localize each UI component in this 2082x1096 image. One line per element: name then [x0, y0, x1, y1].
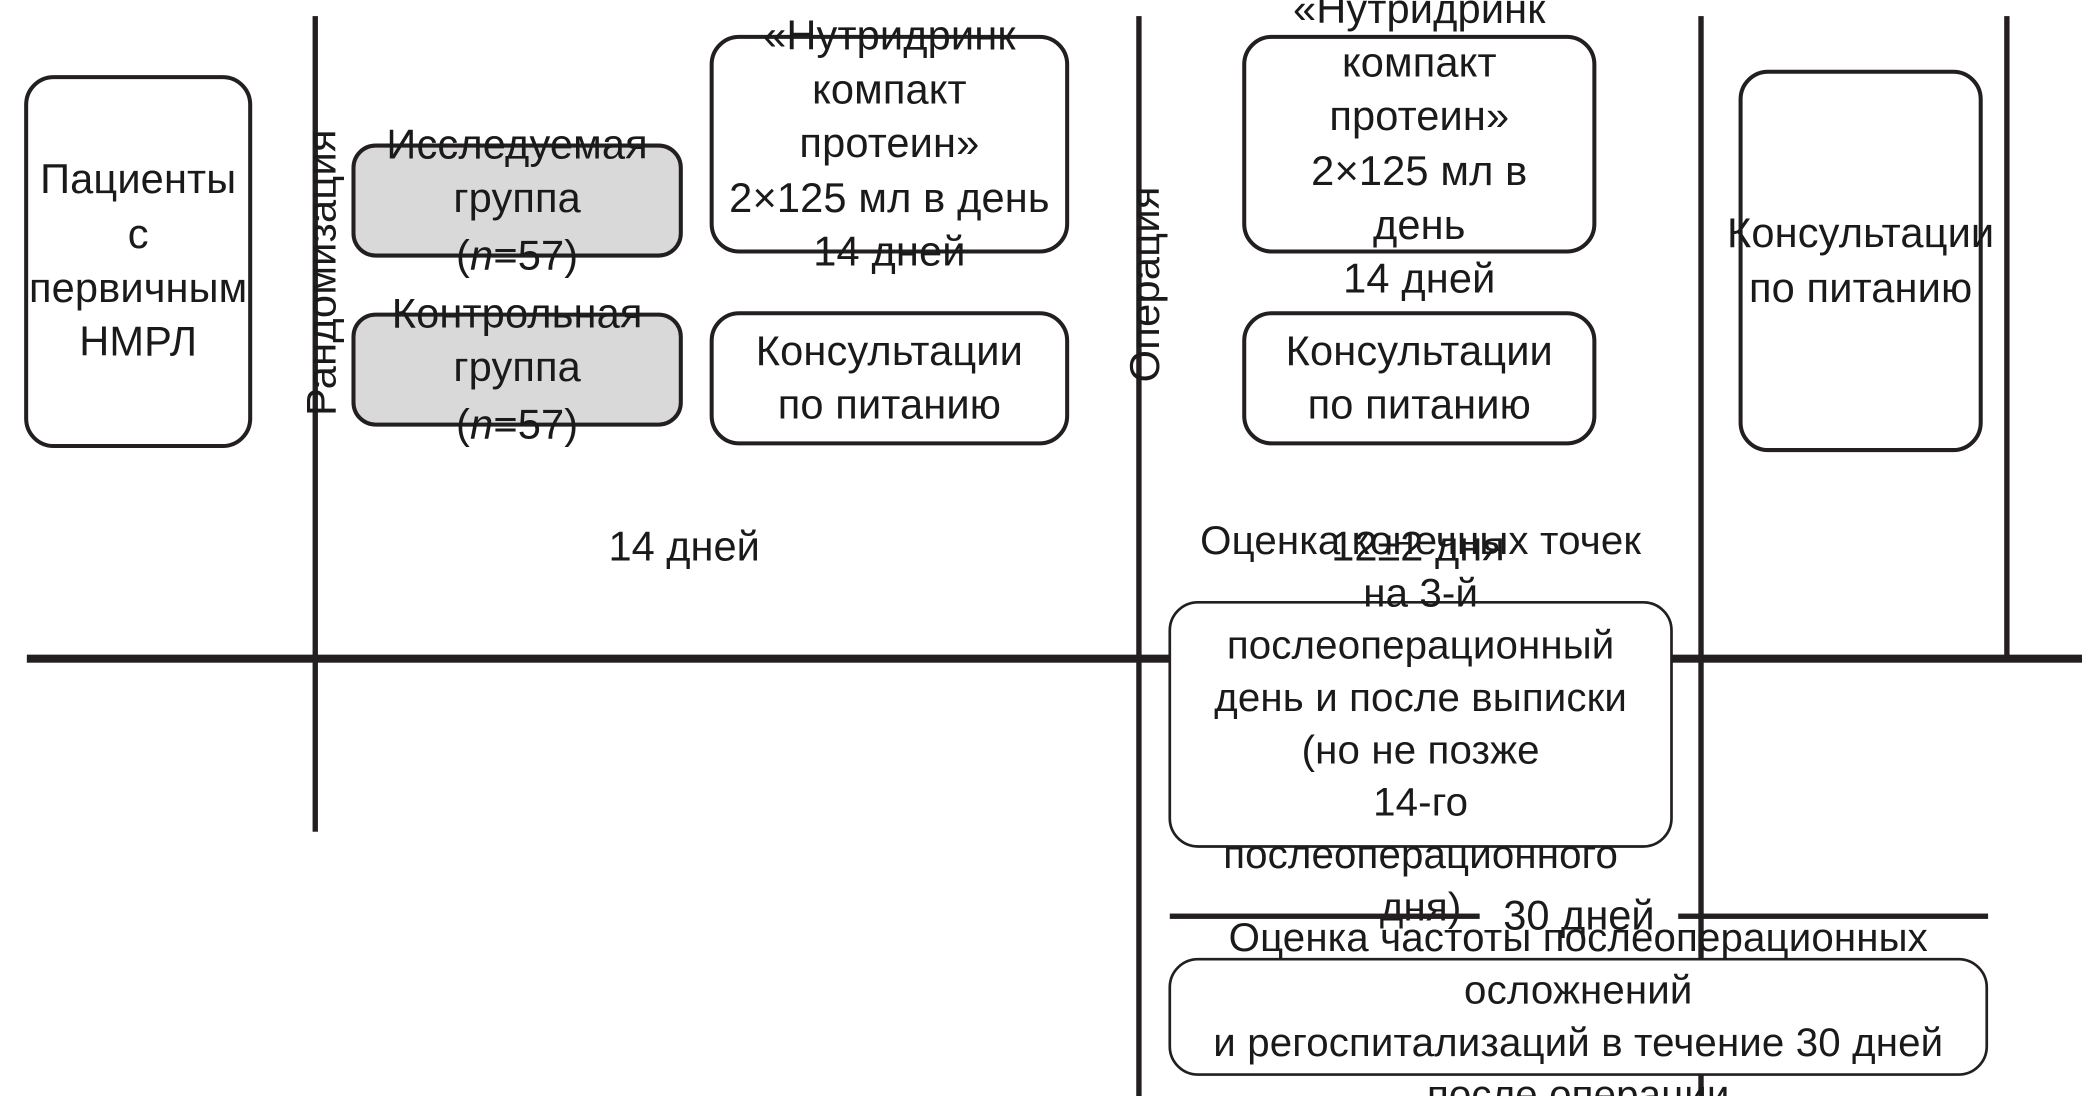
- study-group-n: (n=57): [456, 229, 578, 283]
- box-patients: Пациенты с первичным НМРЛ: [24, 75, 253, 449]
- n-value: =57): [493, 400, 579, 448]
- paren-open: (: [456, 400, 471, 448]
- study-group-label: Исследуемая группа: [386, 120, 648, 222]
- timeline-axis: [26, 654, 2082, 663]
- phase-label-randomization: Рандомизация: [297, 129, 345, 416]
- n-value: =57): [493, 231, 579, 279]
- interval-preop-duration: 14 дней: [608, 523, 760, 571]
- box-preop-consult: Консультации по питанию: [709, 311, 1070, 446]
- box-endpoints: Оценка конечных точек на 3-й послеоперац…: [1168, 519, 1673, 930]
- n-symbol: n: [470, 231, 494, 279]
- followup-duration-label: 30 дней: [1503, 892, 1655, 940]
- followup-divider: [1698, 16, 1704, 1096]
- box-preop-nutridrink: «Нутридринк компакт протеин» 2×125 мл в …: [709, 12, 1070, 275]
- paren-open: (: [456, 231, 471, 279]
- n-symbol: n: [470, 400, 494, 448]
- randomization-divider: [312, 16, 318, 832]
- operation-divider: [1136, 16, 1142, 1096]
- box-postop-consult: Консультации по питанию: [1242, 311, 1597, 446]
- phase-label-operation: Операция: [1121, 186, 1169, 383]
- interval-postop-duration: 12±2 дня: [1331, 523, 1505, 571]
- box-postop-nutridrink: «Нутридринк компакт протеин» 2×125 мл в …: [1242, 0, 1597, 302]
- box-study-group: Исследуемая группа (n=57): [351, 121, 683, 279]
- span-rule-right-segment: [1678, 913, 1989, 919]
- box-followup-consult: Консультации по питанию: [1727, 69, 1994, 453]
- control-group-label: Контрольная группа: [391, 289, 643, 391]
- control-group-n: (n=57): [456, 398, 578, 452]
- box-control-group: Контрольная группа (n=57): [351, 290, 683, 448]
- followup-span-rule: 30 дней: [1169, 892, 1989, 940]
- span-rule-left-segment: [1169, 913, 1480, 919]
- study-end-divider: [2004, 16, 2010, 656]
- box-complications: Оценка частоты послеоперационных осложне…: [1168, 916, 1989, 1096]
